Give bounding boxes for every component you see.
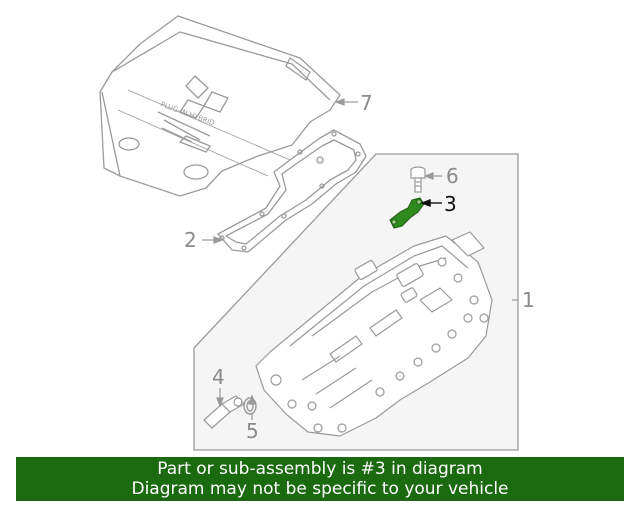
leader-line-highlighted	[420, 198, 442, 208]
parts-diagram: PLUG-IN HYBRID	[99, 15, 535, 451]
callout-7: 7	[360, 91, 373, 115]
control-unit-assembly-part	[255, 231, 493, 437]
leader-lines	[202, 98, 518, 420]
sensor-part	[203, 395, 245, 429]
callout-3-highlighted: 3	[444, 192, 457, 216]
gasket-part	[217, 129, 367, 253]
banner-line-disclaimer: Diagram may not be specific to your vehi…	[131, 479, 509, 499]
banner-line-part-number: Part or sub-assembly is #3 in diagram	[157, 459, 483, 479]
callout-5: 5	[246, 419, 259, 443]
diagram-notice-banner: Part or sub-assembly is #3 in diagram Di…	[16, 457, 624, 501]
engine-cover-part: PLUG-IN HYBRID	[99, 15, 341, 197]
callout-2: 2	[184, 228, 197, 252]
callout-1: 1	[522, 288, 535, 312]
callout-6: 6	[446, 164, 459, 188]
callout-4: 4	[212, 365, 225, 389]
bolt-part	[410, 166, 426, 193]
